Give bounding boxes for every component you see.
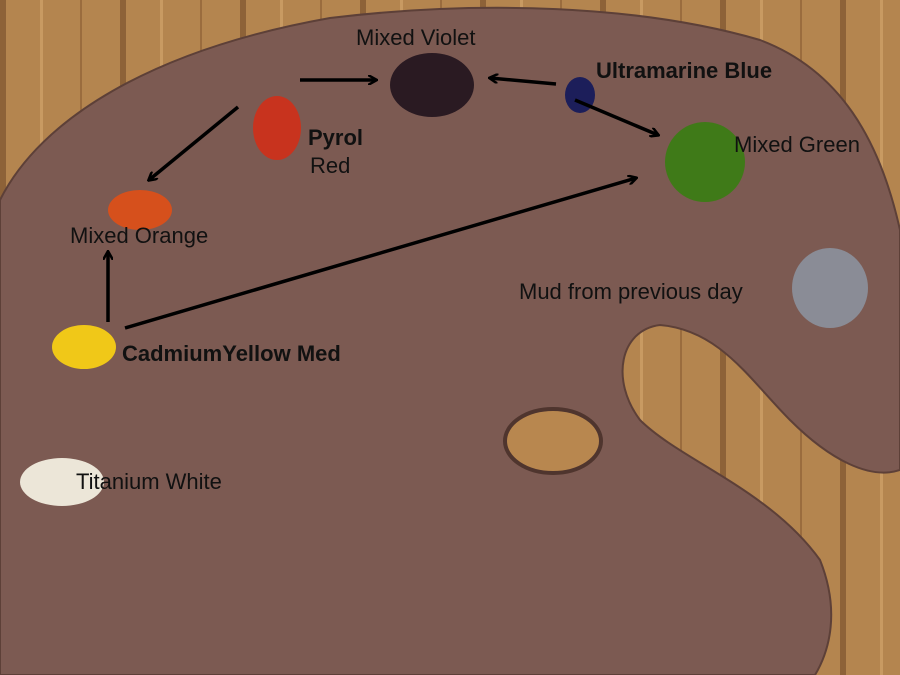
- mud-paint: [792, 248, 868, 328]
- thumb-hole: [503, 407, 603, 475]
- label-mixed-orange: Mixed Orange: [70, 223, 209, 248]
- cadmium-yellow-paint: [52, 325, 116, 369]
- pyrol-red-paint: [253, 96, 301, 160]
- arrow-red-to-orange: [149, 105, 240, 180]
- mixed-violet-paint: [390, 53, 474, 117]
- mixed-green-paint: [665, 122, 745, 202]
- label-red: Red: [310, 153, 351, 178]
- label-mixed-violet: Mixed Violet: [356, 25, 476, 50]
- label-ultramarine-blue: Ultramarine Blue: [596, 58, 773, 83]
- titanium-white-paint: [20, 458, 104, 506]
- arrow-blue-to-green: [574, 98, 658, 135]
- label-cadmium-yellow: CadmiumYellow Med: [122, 341, 341, 366]
- label-titanium-white: Titanium White: [76, 469, 222, 494]
- label-mixed-green: Mixed Green: [734, 132, 860, 157]
- arrow-yellow-to-green: [124, 178, 636, 330]
- arrow-blue-to-violet: [490, 78, 557, 86]
- label-mud: Mud from previous day: [519, 279, 743, 304]
- mixed-orange-paint: [108, 190, 172, 230]
- label-pyrol: Pyrol: [308, 125, 364, 150]
- paint-blobs: [20, 53, 868, 506]
